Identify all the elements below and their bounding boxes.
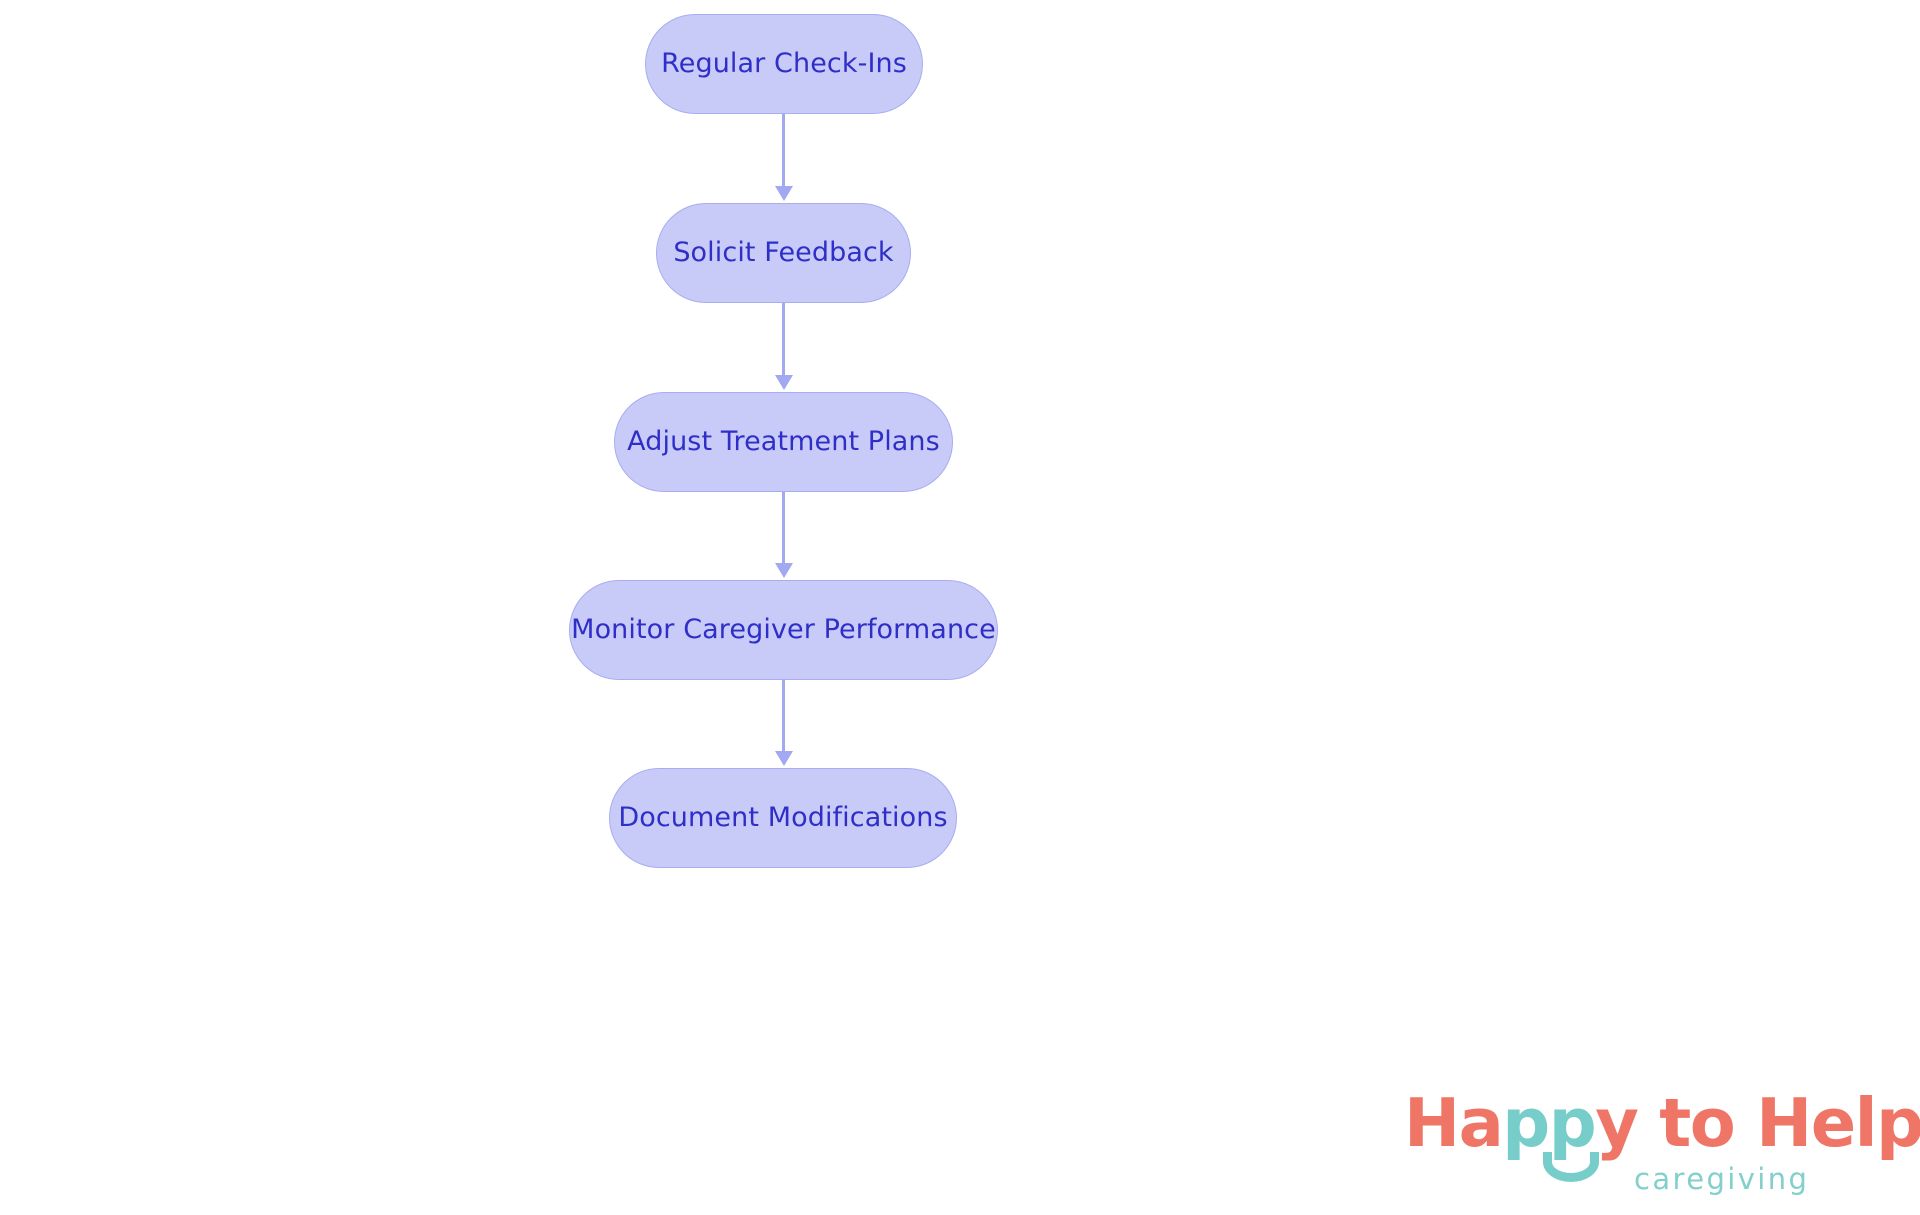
- arrow-down-icon: [775, 375, 793, 390]
- flow-connector-2: [782, 303, 785, 377]
- logo-text-pp: pp: [1502, 1084, 1596, 1162]
- flow-connector-3: [782, 492, 785, 565]
- flow-node-solicit-feedback[interactable]: Solicit Feedback: [656, 203, 911, 303]
- logo-text-y: y: [1595, 1084, 1639, 1162]
- flow-node-label: Adjust Treatment Plans: [627, 425, 940, 457]
- flow-node-label: Solicit Feedback: [673, 236, 894, 268]
- flow-node-document-modifications[interactable]: Document Modifications: [609, 768, 957, 868]
- flow-node-adjust-treatment-plans[interactable]: Adjust Treatment Plans: [614, 392, 953, 492]
- flow-connector-4: [782, 680, 785, 753]
- logo-wordmark: Happy to Help: [1404, 1090, 1920, 1157]
- brand-logo: Happy to Help caregiving: [1404, 1090, 1920, 1210]
- flow-node-label: Document Modifications: [618, 801, 948, 833]
- arrow-down-icon: [775, 563, 793, 578]
- smile-icon: [1543, 1152, 1599, 1182]
- arrow-down-icon: [775, 751, 793, 766]
- flow-connector-1: [782, 114, 785, 188]
- flow-node-label: Regular Check-Ins: [661, 47, 907, 79]
- logo-text-ha: Ha: [1404, 1084, 1504, 1162]
- flow-node-monitor-caregiver-performance[interactable]: Monitor Caregiver Performance: [569, 580, 998, 680]
- flow-node-regular-check-ins[interactable]: Regular Check-Ins: [645, 14, 923, 114]
- flow-node-label: Monitor Caregiver Performance: [571, 613, 996, 645]
- arrow-down-icon: [775, 186, 793, 201]
- logo-tagline: caregiving: [1634, 1162, 1810, 1196]
- logo-text-to-help: to Help: [1637, 1084, 1920, 1162]
